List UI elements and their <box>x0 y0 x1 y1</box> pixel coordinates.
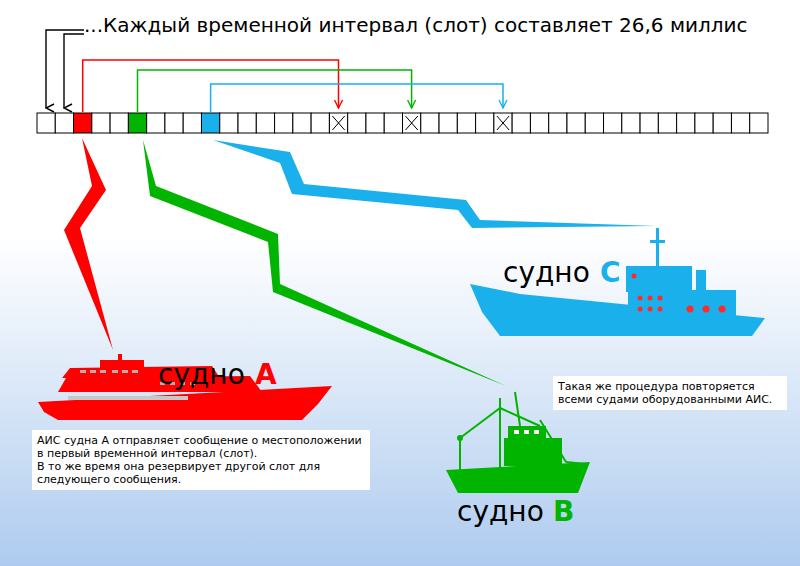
time-slot <box>403 113 421 133</box>
time-slot <box>713 113 731 133</box>
ship-letter: C <box>600 258 621 289</box>
reserved-slot-mark <box>497 116 509 130</box>
time-slot <box>55 113 73 133</box>
reserved-slot-mark <box>332 116 344 130</box>
time-slot <box>329 113 347 133</box>
ship-letter: A <box>255 360 277 391</box>
ship-label: судно <box>158 360 245 391</box>
time-slot <box>585 113 603 133</box>
time-slot <box>311 113 329 133</box>
time-slot <box>567 113 585 133</box>
time-slot <box>110 113 128 133</box>
time-slot <box>128 113 146 133</box>
leader-arrow <box>46 30 84 108</box>
time-slot <box>604 113 622 133</box>
title-text: ...Каждый временной интервал (слот) сост… <box>84 13 748 37</box>
time-slot <box>494 113 512 133</box>
time-slot <box>220 113 238 133</box>
time-slot <box>201 113 219 133</box>
radio-bolt <box>213 140 656 228</box>
time-slot <box>640 113 658 133</box>
time-slot <box>622 113 640 133</box>
note-text: Такая же процедура повторяется всеми суд… <box>558 380 782 406</box>
ship-label: судно <box>503 258 590 289</box>
time-slot <box>695 113 713 133</box>
ship-label: судно <box>457 497 544 528</box>
note-box: Такая же процедура повторяется всеми суд… <box>553 376 787 410</box>
time-slot <box>658 113 676 133</box>
time-slot <box>421 113 439 133</box>
note-text: АИС судна А отправляет сообщение о место… <box>37 434 365 460</box>
time-slot <box>476 113 494 133</box>
time-slot <box>439 113 457 133</box>
time-slot <box>750 113 768 133</box>
radio-bolt <box>143 140 506 386</box>
time-slot <box>37 113 55 133</box>
reservation-arrow <box>138 70 412 112</box>
time-slot <box>92 113 110 133</box>
slot-row <box>37 113 768 133</box>
time-slot <box>530 113 548 133</box>
ship-a <box>38 354 332 420</box>
note-text: В то же время она резервирует другой сло… <box>37 460 365 486</box>
time-slot <box>512 113 530 133</box>
reservation-arrow <box>211 84 503 112</box>
leader-arrow <box>64 34 84 108</box>
time-slot <box>238 113 256 133</box>
time-slot <box>183 113 201 133</box>
time-slot <box>384 113 402 133</box>
ship-c <box>470 228 765 336</box>
radio-bolt <box>64 138 113 350</box>
time-slot <box>74 113 92 133</box>
time-slot <box>275 113 293 133</box>
time-slot <box>256 113 274 133</box>
time-slot <box>677 113 695 133</box>
time-slot <box>348 113 366 133</box>
time-slot <box>457 113 475 133</box>
time-slot <box>293 113 311 133</box>
time-slot <box>549 113 567 133</box>
ship-letter: B <box>553 497 574 528</box>
time-slot <box>366 113 384 133</box>
time-slot <box>731 113 749 133</box>
time-slot <box>165 113 183 133</box>
time-slot <box>147 113 165 133</box>
note-box: АИС судна А отправляет сообщение о место… <box>32 430 370 490</box>
reserved-slot-mark <box>406 116 418 130</box>
